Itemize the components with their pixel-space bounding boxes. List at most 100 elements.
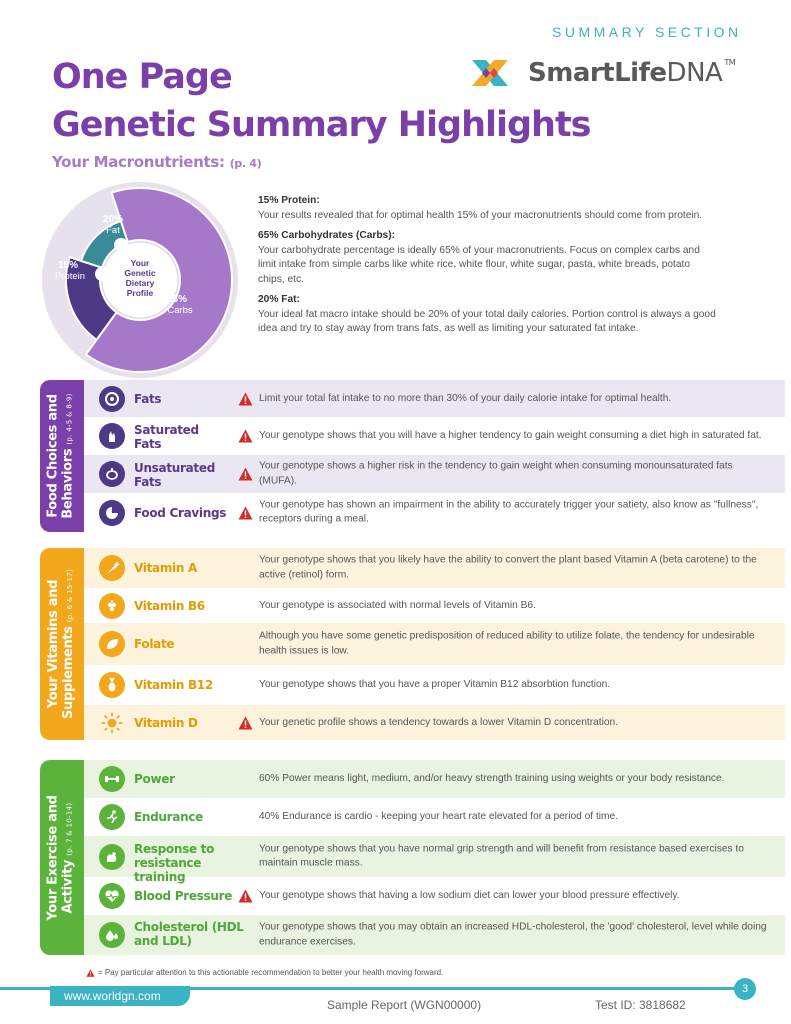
sample-report-id: Sample Report (WGN00000) [327,998,482,1012]
donut-label-fat-name: Fat [106,225,120,236]
warning-icon [238,392,253,405]
vitamin-row-label: Vitamin D [134,715,198,730]
logo-text-bold: SmartLife [528,58,667,88]
saturated-fats-icon [99,423,125,449]
vitamin-row-d: Vitamin D Your genetic profile shows a t… [84,705,785,740]
exercise-row-text: Your genotype shows that you may obtain … [259,921,767,948]
vitamin-row-text: Although you have some genetic predispos… [259,630,755,657]
droplets-icon [99,922,125,948]
donut-label-carbs-percent: 65% [167,294,187,305]
exercise-title-line-2: Activity(p. 7 & 10-14) [61,802,77,913]
vitamin-row-a: Vitamin A Your genotype shows that you l… [84,548,785,588]
exercise-row-text: Your genotype shows that having a low so… [259,889,680,901]
section-label: SUMMARY SECTION [552,24,742,40]
macronutrients-heading: Your Macronutrients: (p. 4) [52,153,262,171]
vitamin-row-text: Your genetic profile shows a tendency to… [259,716,619,728]
exercise-page-ref: (p. 7 & 10-14) [66,802,75,856]
carbs-heading: 65% Carbohydrates (Carbs): [258,230,396,241]
page-title-line-1: One Page [52,57,233,97]
food-row-label: Saturated Fats [134,423,199,451]
exercise-title-line-1: Your Exercise and [46,794,62,921]
website-link[interactable]: www.worldgn.com [50,986,190,1006]
vitamin-row-label: Vitamin B6 [134,598,205,613]
exercise-row-label: Response to resistance training [134,842,215,884]
macronutrient-descriptions: 15% Protein: Your results revealed that … [258,194,718,337]
fat-icon [114,238,128,252]
exercise-row-power: Power 60% Power means light, medium, and… [84,760,785,798]
macronutrients-page-ref: (p. 4) [229,157,262,170]
exercise-row-resistance: Response to resistance training Your gen… [84,836,785,884]
grape-icon [99,592,125,619]
exercise-row-text: 60% Power means light, medium, and/or he… [259,772,725,784]
food-choices-title-line-2: Behaviors(p. 4-5 & 8-9) [61,393,77,519]
vitamins-page-ref: (p. 6 & 15-17) [66,568,75,623]
vitamins-section: Your Vitamins and Supplements(p. 6 & 15-… [40,548,785,740]
macronutrients-heading-text: Your Macronutrients: [52,153,225,171]
leaf-icon [99,631,125,657]
fat-description: Your ideal fat macro intake should be 20… [258,308,716,335]
warning-icon [238,889,253,903]
warning-icon [238,506,253,519]
food-row-label: Food Cravings [134,505,227,520]
food-row-label: Fats [134,391,162,406]
exercise-row-label: Power [134,772,175,786]
warning-icon [238,716,253,729]
vitamin-row-text: Your genotype shows that you have a prop… [259,678,611,690]
donut-slice-fat [65,255,118,342]
logo-mark-icon [472,60,508,86]
exercise-title: Your Exercise and Activity(p. 7 & 10-14) [46,795,78,920]
protein-icon [95,267,109,281]
food-row-saturated-fats: Saturated Fats Your genotype shows that … [84,417,785,455]
vitamin-row-b6: Vitamin B6 Your genotype is associated w… [84,588,785,623]
carbs-icon [153,282,167,296]
donut-label-protein-percent: 15% [58,260,78,271]
sun-icon [99,710,125,736]
vitamin-row-label: Folate [134,637,175,651]
donut-label-protein-name: Protein [55,271,85,282]
protein-heading: 15% Protein: [258,195,320,206]
exercise-row-endurance: Endurance 40% Endurance is cardio - keep… [84,798,785,836]
food-row-text: Your genotype shows that you will have a… [259,429,762,441]
vitamins-title-line-2: Supplements(p. 6 & 15-17) [61,568,77,720]
exercise-row-text: Your genotype shows that you have normal… [259,843,744,869]
vitamin-row-folate: Folate Although you have some genetic pr… [84,623,785,665]
vitamin-row-text: Your genotype shows that you likely have… [259,554,757,581]
page-number-badge: 3 [734,978,756,1000]
runner-icon [99,804,125,830]
food-row-text: Your genotype shows a higher risk in the… [259,460,733,487]
food-choices-band: Food Choices and Behaviors(p. 4-5 & 8-9) [40,380,84,532]
donut-label-fat-percent: 20% [103,214,123,225]
donut-label-carbs-name: Carbs [167,305,193,316]
warning-footnote: = Pay particular attention to this actio… [86,968,443,977]
exercise-band: Your Exercise and Activity(p. 7 & 10-14) [40,760,84,955]
food-row-text: Limit your total fat intake to no more t… [259,392,672,404]
donut-slice-carbs [84,187,233,373]
macronutrient-donut-chart: Your Genetic Dietary Profile 20% Fat 15%… [42,182,238,378]
vitamin-row-text: Your genotype is associated with normal … [259,599,536,611]
exercise-row-label: Endurance [134,810,203,824]
heartbeat-icon [99,883,125,909]
food-choices-section: Food Choices and Behaviors(p. 4-5 & 8-9)… [40,380,785,532]
food-row-unsaturated-fats: Unsaturated Fats Your genotype shows a h… [84,455,785,493]
exercise-row-blood-pressure: Blood Pressure Your genotype shows that … [84,877,785,915]
vitamins-title-line-1: Your Vitamins and [46,579,62,709]
vitamin-row-b12: Vitamin B12 Your genotype shows that you… [84,665,785,705]
logo-text-light: DNA [666,58,723,88]
test-id: Test ID: 3818682 [595,998,686,1012]
exercise-row-label: Blood Pressure [134,889,233,903]
warning-icon [238,429,253,443]
pineapple-icon [99,672,125,698]
warning-icon [86,968,95,977]
food-choices-title-line-1: Food Choices and [46,394,62,518]
food-choices-title: Food Choices and Behaviors(p. 4-5 & 8-9) [46,393,78,518]
carbs-description: Your carbohydrate percentage is ideally … [258,244,700,285]
exercise-row-text: 40% Endurance is cardio - keeping your h… [259,810,619,822]
fat-heading: 20% Fat: [258,294,300,305]
logo-tm: TM [724,58,736,67]
carrot-icon [99,555,125,581]
vitamin-row-label: Vitamin A [134,561,197,575]
footer-divider [0,987,750,990]
exercise-row-cholesterol: Cholesterol (HDL and LDL) Your genotype … [84,915,785,955]
vitamins-title: Your Vitamins and Supplements(p. 6 & 15-… [46,569,78,719]
